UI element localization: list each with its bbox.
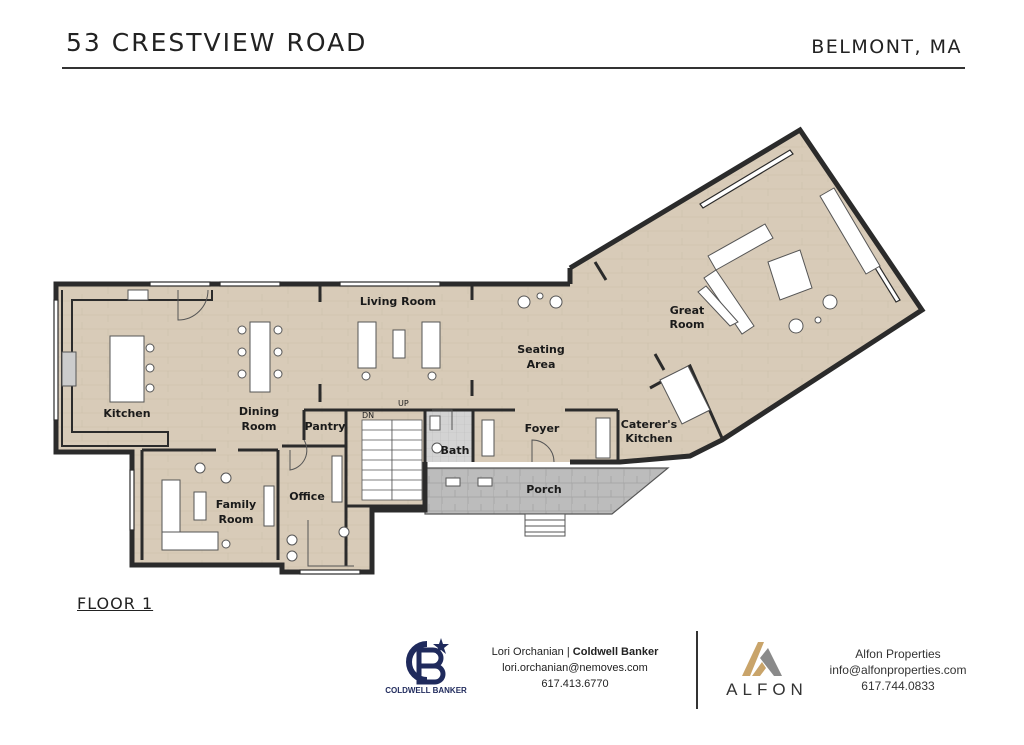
- company-email[interactable]: info@alfonproperties.com: [829, 663, 967, 677]
- label-great-line1: Great: [670, 304, 705, 317]
- furniture: [61, 187, 881, 567]
- label-family-line2: Room: [218, 513, 253, 526]
- footer-divider: [696, 631, 698, 709]
- agent-name: Lori Orchanian: [491, 646, 564, 658]
- company-contact: Alfon Properties info@alfonproperties.co…: [818, 646, 978, 694]
- label-pantry: Pantry: [305, 420, 346, 433]
- room-labels: Living Room Kitchen Dining Room Pantry S…: [103, 295, 704, 526]
- coldwell-banker-wordmark: COLDWELL BANKER: [385, 686, 467, 695]
- alfon-wordmark: ALFON: [726, 680, 808, 699]
- label-kitchen: Kitchen: [103, 407, 150, 420]
- label-office: Office: [289, 490, 325, 503]
- label-great-line2: Room: [669, 318, 704, 331]
- interior-walls: [61, 261, 724, 566]
- floor-label: FLOOR 1: [77, 594, 154, 613]
- label-family-line1: Family: [216, 498, 256, 511]
- label-foyer: Foyer: [525, 422, 560, 435]
- company-name: Alfon Properties: [855, 647, 941, 661]
- staircase: [361, 419, 423, 501]
- alfon-logo-icon: [742, 642, 782, 676]
- stair-up-label: UP: [398, 399, 409, 408]
- property-city: BELMONT, MA: [811, 36, 962, 58]
- company-phone[interactable]: 617.744.0833: [861, 679, 935, 693]
- label-caterer-line1: Caterer's: [621, 418, 678, 431]
- label-porch: Porch: [526, 483, 561, 496]
- header-divider: [62, 67, 965, 69]
- porch-steps: [524, 513, 566, 537]
- label-seating-line2: Area: [527, 358, 556, 371]
- doors: [177, 289, 555, 471]
- label-dining-line2: Room: [241, 420, 276, 433]
- label-dining-line1: Dining: [239, 405, 279, 418]
- label-bath: Bath: [441, 444, 470, 457]
- agent-contact: Lori Orchanian | Coldwell Banker lori.or…: [480, 644, 670, 692]
- agent-name-line: Lori Orchanian | Coldwell Banker: [491, 646, 659, 658]
- agent-phone[interactable]: 617.413.6770: [541, 678, 609, 690]
- label-seating-line1: Seating: [517, 343, 565, 356]
- label-living-room: Living Room: [360, 295, 436, 308]
- property-address: 53 CRESTVIEW ROAD: [66, 28, 368, 57]
- stair-down-label: DN: [362, 411, 374, 420]
- label-caterer-line2: Kitchen: [625, 432, 672, 445]
- agent-company: Coldwell Banker: [572, 646, 659, 658]
- agent-email[interactable]: lori.orchanian@nemoves.com: [502, 662, 648, 674]
- coldwell-banker-logo-icon: [406, 638, 449, 685]
